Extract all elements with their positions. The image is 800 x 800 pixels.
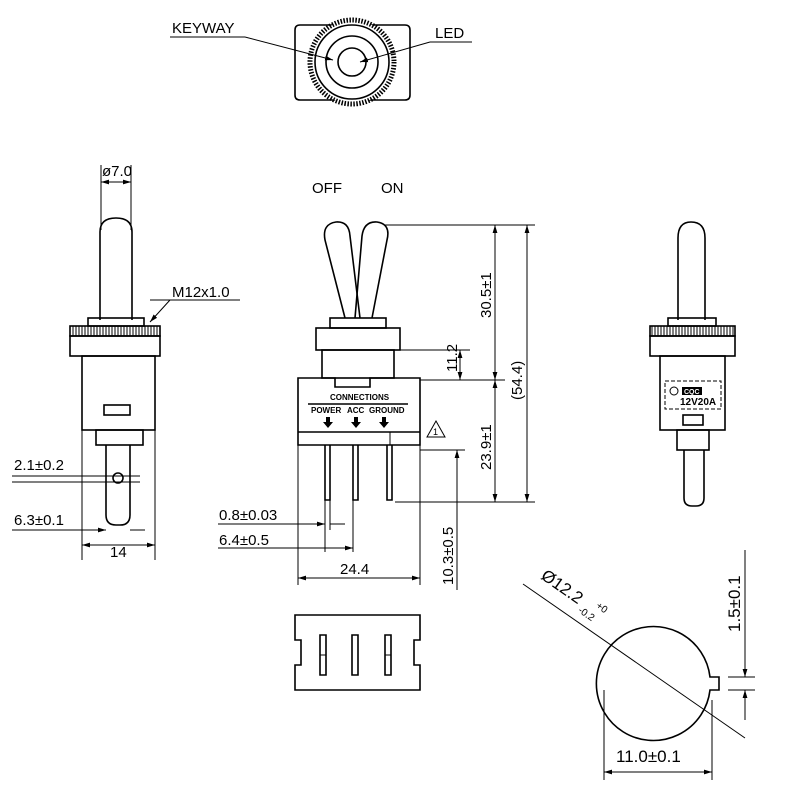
body-width-dim: 14 xyxy=(110,544,127,561)
flat-width-dim: 11.0±0.1 xyxy=(616,747,681,766)
led-label: LED xyxy=(435,25,464,42)
terminal-width-dim: 6.3±0.1 xyxy=(14,512,64,529)
front-view: OFF ON CONNECTIONS POWER ACC GROUND 1 11… xyxy=(218,180,535,590)
mounting-nut xyxy=(69,335,161,357)
marking-code: CQC xyxy=(684,389,700,396)
arrow-down-icon xyxy=(351,417,361,428)
terminal-thickness-dim: 0.8±0.03 xyxy=(219,507,277,524)
terminal-power xyxy=(324,445,331,501)
nut-height-dim: 11.2 xyxy=(444,344,461,372)
terminal-slot xyxy=(384,634,392,676)
toggle-lever xyxy=(677,221,706,320)
side-view: ø7.0 M12x1.0 2.1±0.2 6.3±0.1 14 xyxy=(12,163,240,561)
terminal-pitch-dim: 6.4±0.5 xyxy=(219,532,269,549)
terminal-slot xyxy=(319,634,327,676)
total-height-dim: (54.4) xyxy=(509,361,526,400)
top-view: KEYWAY LED xyxy=(170,17,472,107)
thread-dim: M12x1.0 xyxy=(172,284,230,301)
diameter-dim: Ø12.2 xyxy=(538,566,587,608)
terminal xyxy=(105,445,131,526)
terminal-slot xyxy=(351,634,359,676)
knurled-ring xyxy=(307,17,397,107)
rating-label: 12V20A xyxy=(680,397,716,408)
right-view: CQC 12V20A xyxy=(649,221,736,507)
lever-height-dim: 30.5±1 xyxy=(478,272,495,318)
connections-title: CONNECTIONS xyxy=(330,393,390,402)
panel-cutout: 11.0±0.1 1.5±0.1 Ø12.2 -0.2 +0 xyxy=(522,550,755,780)
front-body xyxy=(297,377,421,446)
lever-on-position xyxy=(354,221,389,319)
cutout-circle xyxy=(595,625,720,742)
keyway-label: KEYWAY xyxy=(172,20,235,37)
terminal-ground xyxy=(386,445,393,501)
body-width-dim: 24.4 xyxy=(340,561,369,578)
diameter-dim: ø7.0 xyxy=(102,163,132,180)
terminal-length-dim: 10.3±0.5 xyxy=(440,527,457,585)
diameter-tolerance-lower: -0.2 xyxy=(576,605,597,624)
certification-mark-icon xyxy=(669,386,679,396)
terminal-acc xyxy=(352,445,359,501)
warning-triangle-icon xyxy=(426,419,446,438)
body-height-dim: 23.9±1 xyxy=(478,424,495,470)
connection-power: POWER xyxy=(311,406,341,415)
connection-acc: ACC xyxy=(347,406,365,415)
arrow-down-icon xyxy=(379,417,389,428)
arrow-down-icon xyxy=(323,417,333,428)
off-label: OFF xyxy=(312,180,342,197)
lever-off-position xyxy=(323,221,361,319)
bottom-view xyxy=(294,614,421,691)
key-width-dim: 1.5±0.1 xyxy=(725,575,744,632)
hole-dim: 2.1±0.2 xyxy=(14,457,64,474)
switch-body xyxy=(81,355,156,431)
connection-ground: GROUND xyxy=(369,406,405,415)
front-nut xyxy=(315,327,401,351)
warning-mark: 1 xyxy=(433,427,438,437)
keyway-ring xyxy=(325,35,379,89)
on-label: ON xyxy=(381,180,404,197)
toggle-lever xyxy=(99,217,133,320)
